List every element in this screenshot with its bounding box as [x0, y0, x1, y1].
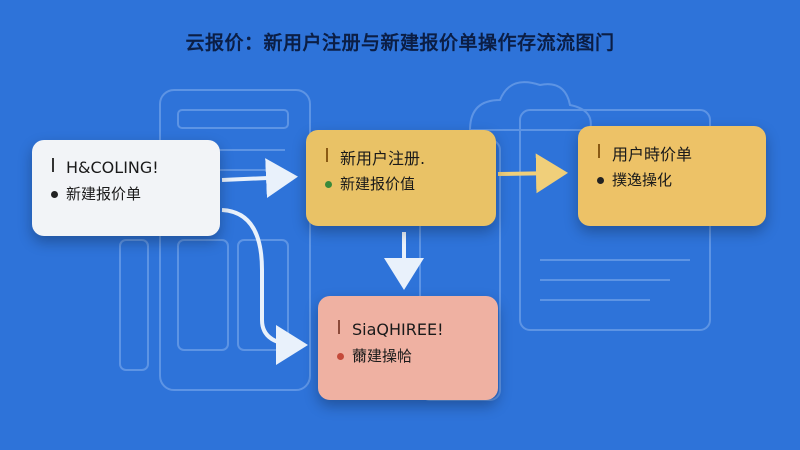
- bullet-dot-icon: [597, 177, 604, 184]
- node-accent-bar: [326, 148, 328, 162]
- flow-node-register: 新用户注册. 新建报价值: [306, 130, 496, 226]
- node-item: 新建报价值: [340, 174, 416, 193]
- flow-node-quote: 用户時价单 撲逸操化: [578, 126, 766, 226]
- arrow-start-to-register: [221, 158, 298, 199]
- node-accent-bar: [598, 144, 600, 158]
- node-heading: H&COLING!: [66, 157, 159, 177]
- bullet-dot-icon: [325, 181, 332, 188]
- node-heading: 用户時价单: [612, 145, 693, 164]
- node-heading: SiaQHIREE!: [352, 319, 444, 339]
- node-item: 撲逸操化: [612, 170, 673, 189]
- bullet-dot-icon: [51, 191, 58, 198]
- bullet-dot-icon: [337, 353, 344, 360]
- arrow-start-to-create: [221, 208, 308, 365]
- node-accent-bar: [338, 320, 340, 334]
- flow-node-create: SiaQHIREE! 薾建操帢: [318, 296, 498, 400]
- node-item: 新建报价单: [66, 184, 142, 203]
- node-heading: 新用户注册.: [340, 149, 426, 168]
- node-item: 薾建操帢: [352, 346, 413, 365]
- diagram-title: 云报价：新用户注册与新建报价单操作存流流图门: [185, 32, 615, 54]
- node-accent-bar: [52, 158, 54, 172]
- arrow-register-to-quote: [497, 153, 568, 194]
- flow-node-start: H&COLING! 新建报价单: [32, 140, 220, 236]
